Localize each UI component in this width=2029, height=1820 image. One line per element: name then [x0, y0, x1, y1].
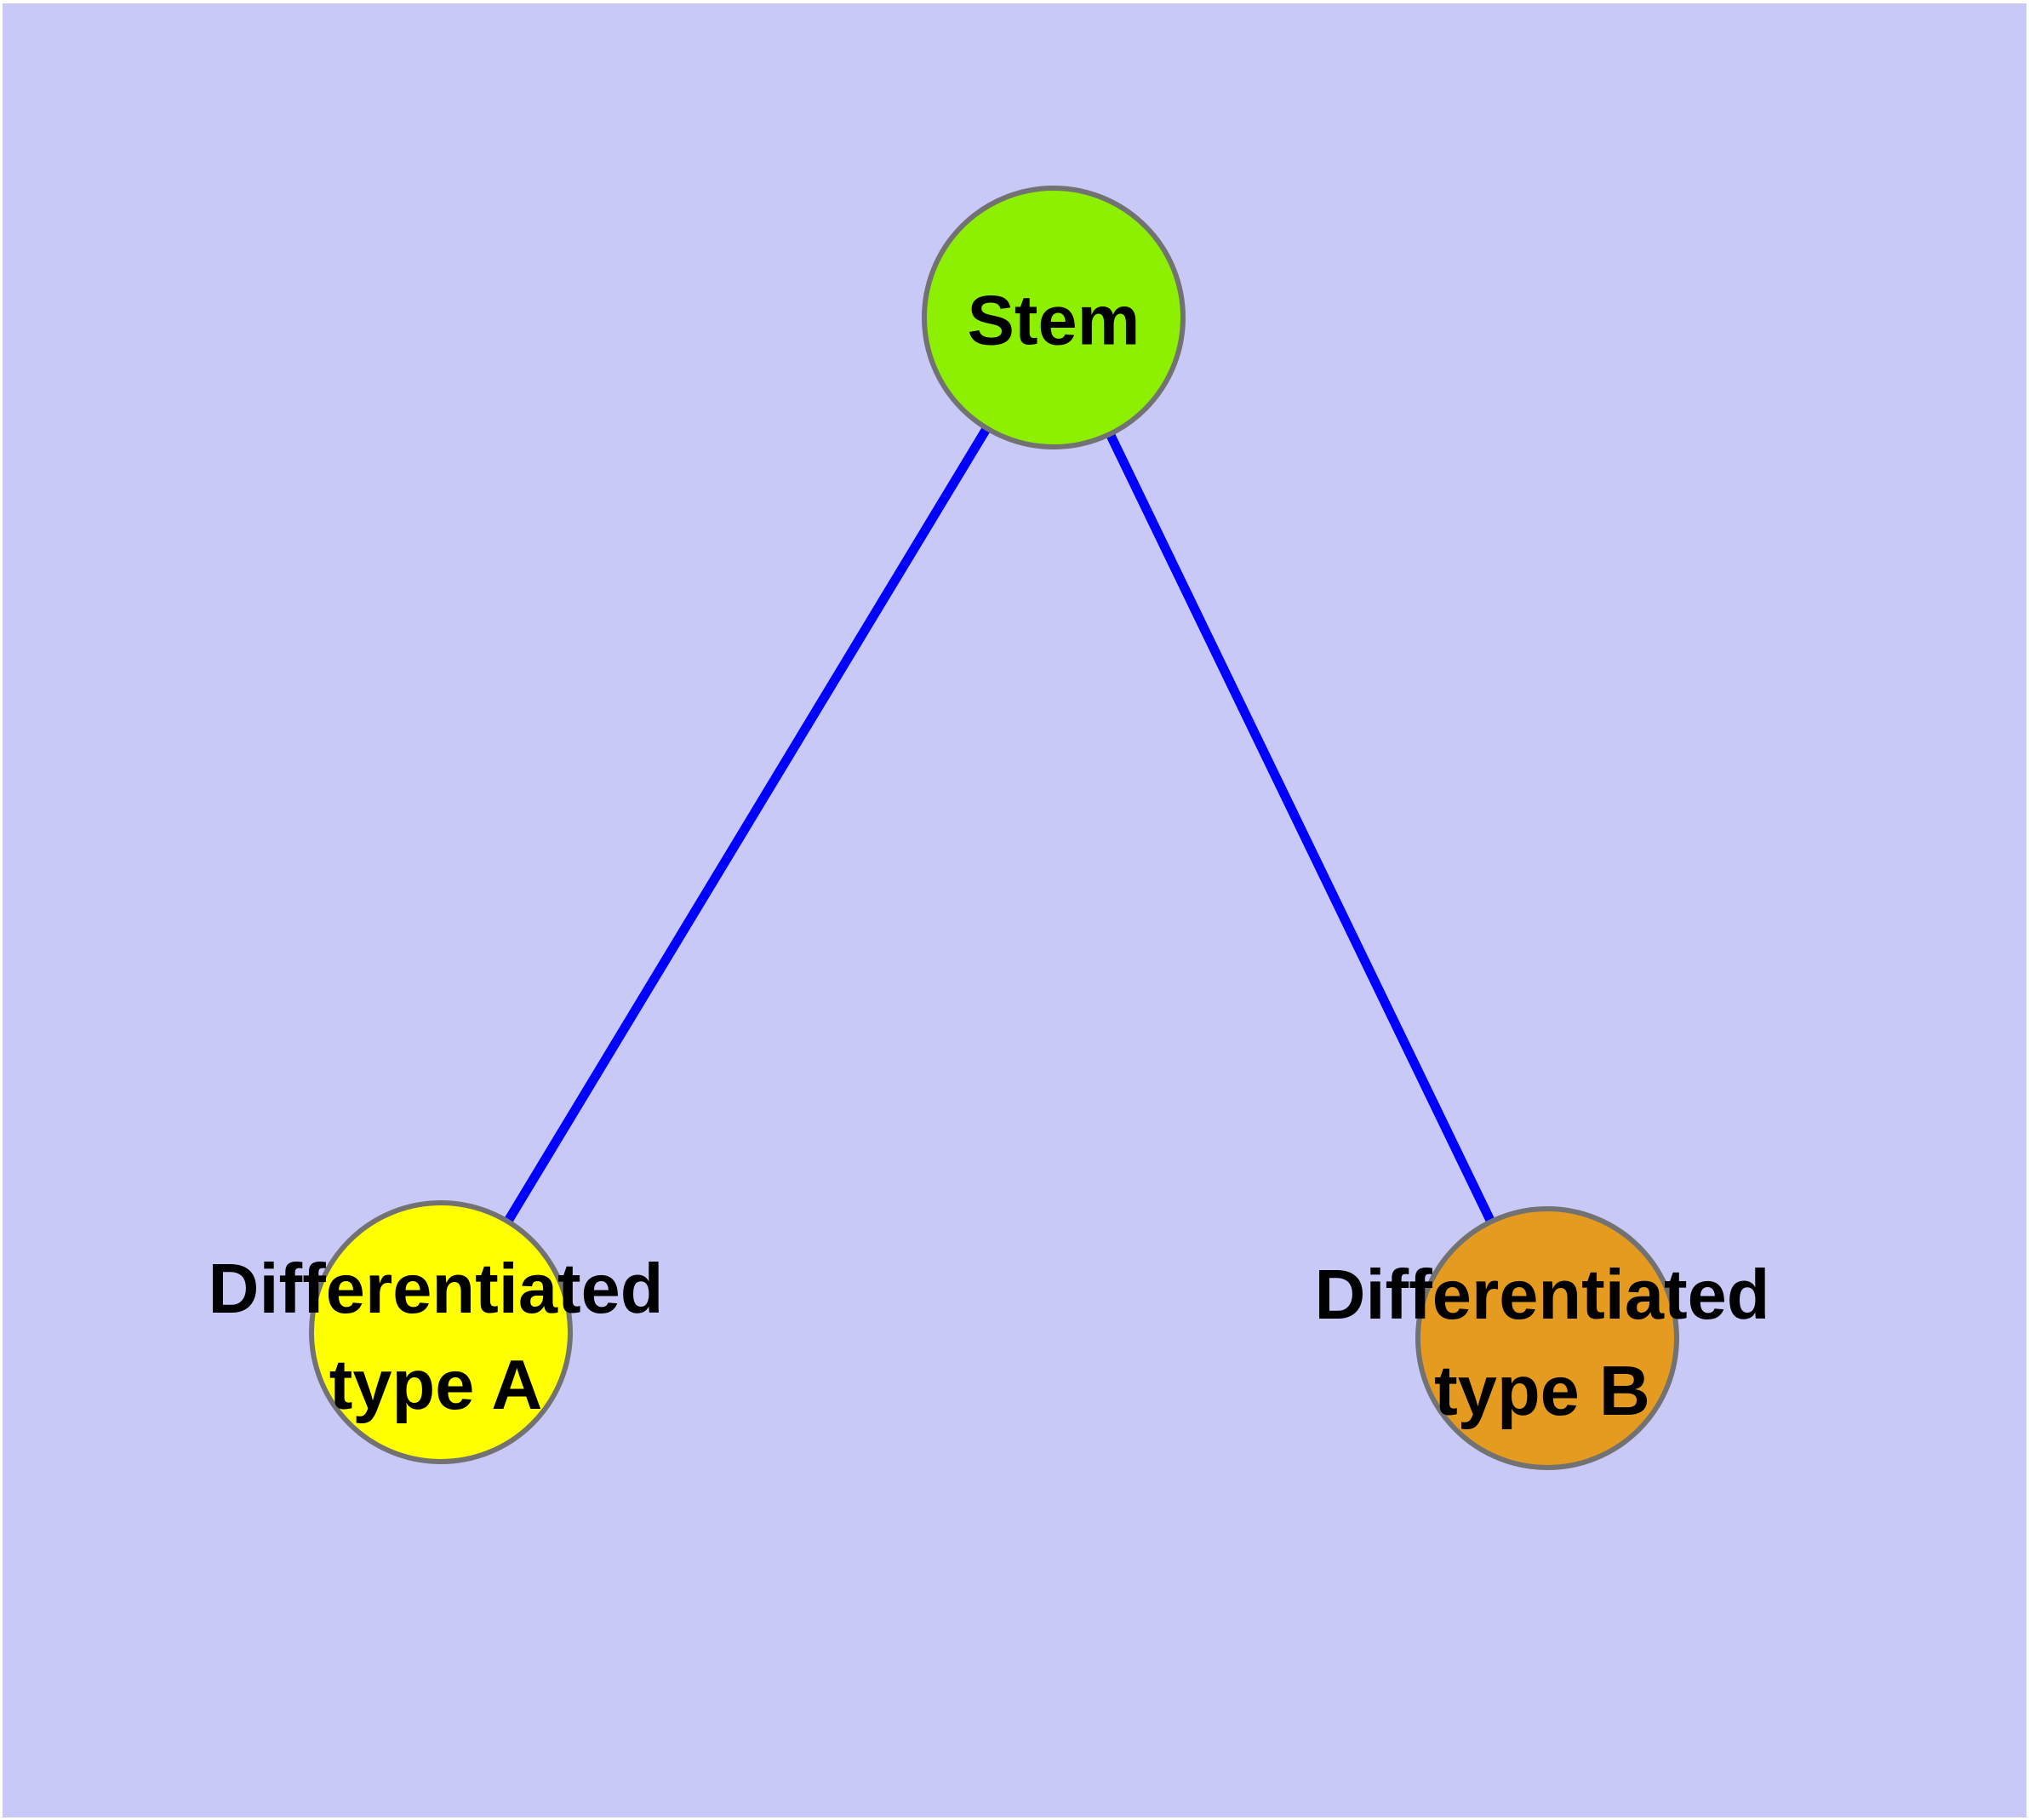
node-label-stem-line: Stem: [967, 280, 1140, 360]
node-circle-differentiated-type-b: [1415, 1206, 1679, 1470]
node-label-stem: Stem: [968, 272, 1140, 369]
node-circle-differentiated-type-a: [309, 1200, 573, 1464]
node-label-type-b-line-2: type B: [1434, 1351, 1650, 1430]
node-label-type-a-line-1: Differentiated: [208, 1249, 664, 1328]
edge-stem-to-type-b: [1049, 315, 1552, 1341]
node-label-type-b-line-1: Differentiated: [1314, 1255, 1770, 1334]
node-label-differentiated-type-b: Differentiated type B: [1315, 1246, 1770, 1439]
node-label-type-a-line-2: type A: [329, 1345, 543, 1424]
node-label-differentiated-type-a: Differentiated type A: [209, 1240, 664, 1433]
edge-stem-to-type-a: [437, 315, 1058, 1335]
node-circle-stem: [922, 186, 1186, 449]
